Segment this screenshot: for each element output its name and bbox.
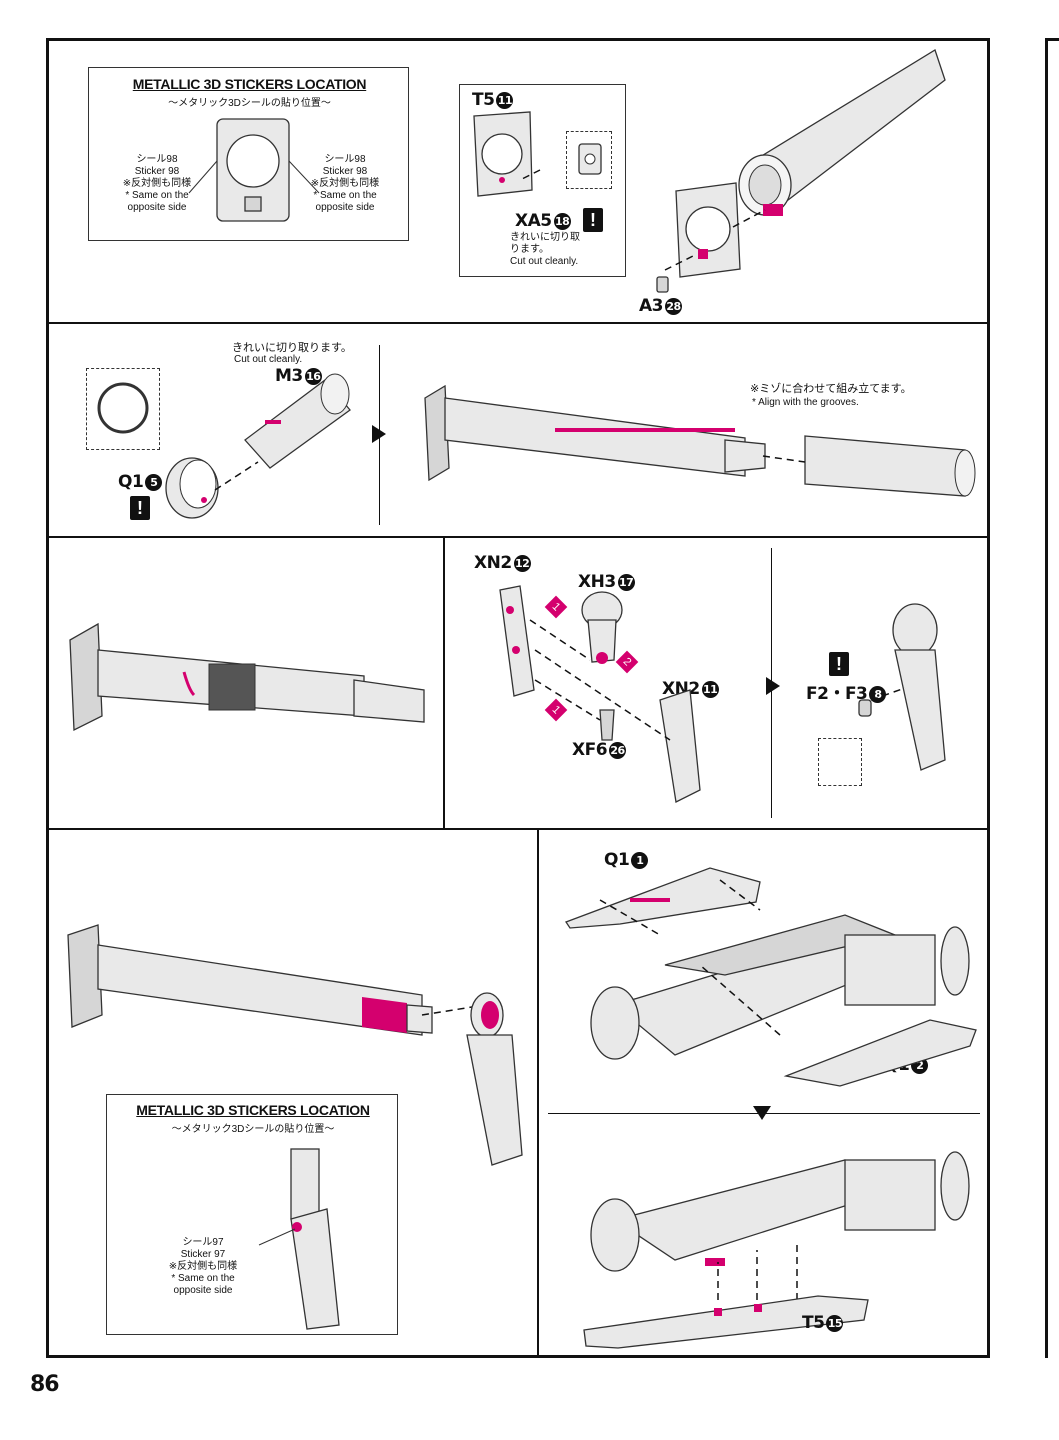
grip-assembled (858, 603, 946, 771)
groove-note-en: * Align with the grooves. (752, 397, 859, 408)
barrel-illustration (738, 49, 946, 216)
sticker-box-subtitle: ～メタリック3Dシールの貼り位置～ (168, 98, 331, 109)
sticker-left-label: シール98 Sticker 98 ※反対側も同様 * Same on the o… (122, 154, 192, 213)
cut-note-en: Cut out cleanly. (510, 256, 579, 267)
cut-note-en-2: Cut out cleanly. (234, 354, 303, 365)
xa5-part (578, 143, 602, 175)
a3-part (656, 276, 669, 293)
divider (46, 828, 990, 830)
page-number: 86 (30, 1372, 60, 1397)
cut-note-jp-2: きれいに切り取ります。 (232, 342, 352, 354)
sticker-box-subtitle: ～メタリック3Dシールの貼り位置～ (171, 1124, 335, 1135)
grip-sticker-illustration (258, 1148, 340, 1330)
sticker-location-box-2: METALLIC 3D STICKERS LOCATION ～メタリック3Dシー… (106, 1094, 398, 1335)
rail-q1-upper (565, 867, 761, 929)
rail-q1-lower (783, 1019, 977, 1087)
warning-icon: ! (130, 496, 150, 520)
t5-base-part (583, 1295, 869, 1349)
down-arrow (753, 1106, 771, 1120)
next-page-edge (1045, 38, 1059, 1358)
cut-note-jp: きれいに切り取ります。 (510, 232, 580, 255)
launcher-assembled (590, 1151, 970, 1272)
warning-icon: ! (583, 208, 603, 232)
groove-note-jp: ※ミゾに合わせて組み立てます。 (750, 383, 912, 395)
barrel-assembly-3 (69, 622, 425, 732)
t5-frame-part (473, 111, 533, 197)
t5-base-arrows (717, 1240, 798, 1300)
frame-part-illustration (188, 118, 320, 222)
detail-inset-f2 (818, 738, 862, 786)
frame-plate-illustration (675, 182, 741, 278)
next-step-arrow (766, 677, 780, 695)
barrel-assembly-4 (67, 924, 523, 1166)
page-frame (46, 38, 990, 1358)
divider (537, 828, 539, 1358)
divider (46, 322, 990, 324)
sticker-right-label: シール98 Sticker 98 ※反対側も同様 * Same on the o… (310, 154, 380, 213)
sleeve-part (244, 373, 351, 469)
ring-part-q1 (165, 457, 219, 519)
sticker-box-title: METALLIC 3D STICKERS LOCATION (132, 76, 367, 92)
divider (46, 536, 990, 538)
grip-parts-exploded (499, 585, 701, 803)
assembly-arrows (519, 169, 766, 271)
launcher-body (590, 914, 970, 1060)
assembly-arrows-4 (599, 879, 781, 1036)
sticker-box-title: METALLIC 3D STICKERS LOCATION (136, 1102, 370, 1118)
barrel-assembly-2 (424, 384, 976, 497)
sticker-location-box: METALLIC 3D STICKERS LOCATION ～メタリック3Dシー… (88, 67, 409, 241)
ring-detail (97, 382, 149, 434)
ring-arrow (214, 461, 259, 491)
next-step-arrow (372, 425, 386, 443)
divider (443, 536, 445, 828)
sticker-label-97: シール97 Sticker 97 ※反対側も同様 * Same on the o… (168, 1237, 238, 1296)
warning-icon: ! (829, 652, 849, 676)
